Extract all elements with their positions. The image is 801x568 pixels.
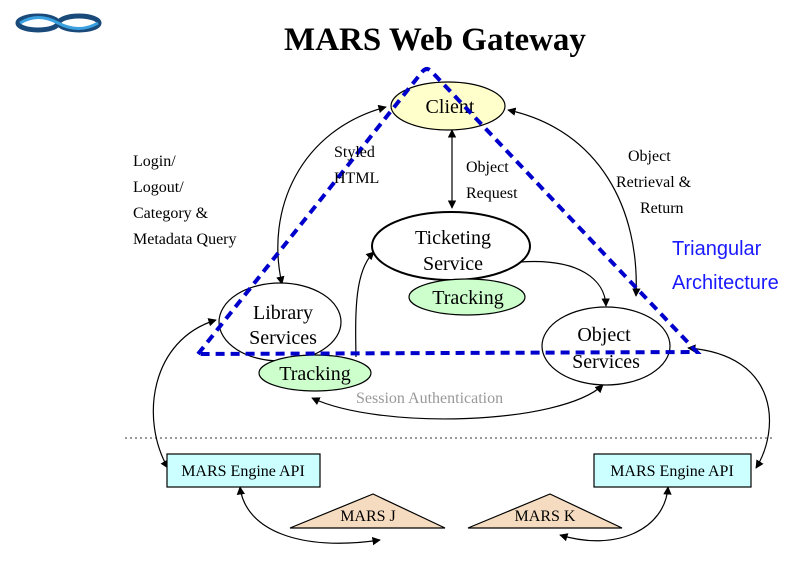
objreq-label-2: Request	[466, 185, 518, 202]
ticketing-object-arrow	[519, 260, 610, 307]
connectors	[152, 104, 771, 546]
mars-j-label: MARS J	[340, 508, 396, 525]
styled-label-1: Styled	[334, 144, 375, 161]
object-retrieval-label: Object Retrieval & Return	[616, 148, 692, 217]
session-arrow	[311, 384, 604, 420]
library-services-node: Library Services	[218, 282, 342, 362]
object-label-2: Services	[572, 351, 640, 373]
engine-api-right: MARS Engine API	[593, 453, 752, 488]
login-label-3: Category &	[133, 205, 209, 222]
retr-label-1: Object	[628, 148, 671, 165]
page-title: MARS Web Gateway	[284, 22, 586, 58]
logo-icon	[15, 13, 102, 33]
engine-api-right-label: MARS Engine API	[610, 463, 734, 480]
object-request-label: Object Request	[466, 159, 518, 202]
login-label-4: Metadata Query	[133, 231, 237, 248]
mars-k-node: MARS K	[467, 493, 623, 529]
engine-marsj-arrow	[236, 486, 381, 546]
login-label-2: Logout/	[133, 179, 184, 196]
styled-html-label: Styled HTML	[334, 144, 379, 187]
engine-api-left: MARS Engine API	[166, 453, 321, 488]
engine-api-left-label: MARS Engine API	[181, 463, 305, 480]
tracking-center-label: Tracking	[432, 287, 503, 309]
tracking-ticketing-arrow	[355, 251, 375, 358]
session-authentication-label: Session Authentication	[356, 390, 503, 407]
login-label-1: Login/	[133, 153, 176, 170]
library-label-2: Services	[249, 327, 317, 349]
triangular-label-2: Architecture	[672, 272, 779, 294]
object-label-1: Object	[577, 324, 631, 346]
triangular-architecture-outline	[193, 67, 702, 357]
triangular-label-1: Triangular	[672, 238, 762, 260]
object-services-node: Object Services	[541, 306, 671, 386]
styled-label-2: HTML	[334, 170, 379, 187]
ticketing-service-node: Ticketing Service	[371, 211, 531, 281]
tracking-left-label: Tracking	[279, 363, 350, 385]
ticketing-label-2: Service	[423, 253, 483, 275]
objreq-label-1: Object	[466, 159, 509, 176]
client-label: Client	[426, 96, 475, 118]
library-engine-arrow	[152, 318, 217, 469]
triangular-architecture-annotation: Triangular Architecture	[672, 238, 779, 294]
login-label: Login/ Logout/ Category & Metadata Query	[133, 153, 237, 248]
tracking-center-node: Tracking	[408, 278, 526, 316]
engine-marsk-arrow	[559, 486, 672, 542]
mars-j-node: MARS J	[289, 493, 446, 529]
object-engine-arrow	[687, 344, 771, 469]
retr-label-3: Return	[640, 200, 684, 217]
ticketing-label-1: Ticketing	[415, 227, 491, 249]
tracking-left-node: Tracking	[258, 354, 372, 392]
retr-label-2: Retrieval &	[616, 174, 692, 191]
mars-k-label: MARS K	[515, 508, 576, 525]
library-label-1: Library	[253, 302, 313, 324]
client-object-arrow	[507, 107, 641, 297]
